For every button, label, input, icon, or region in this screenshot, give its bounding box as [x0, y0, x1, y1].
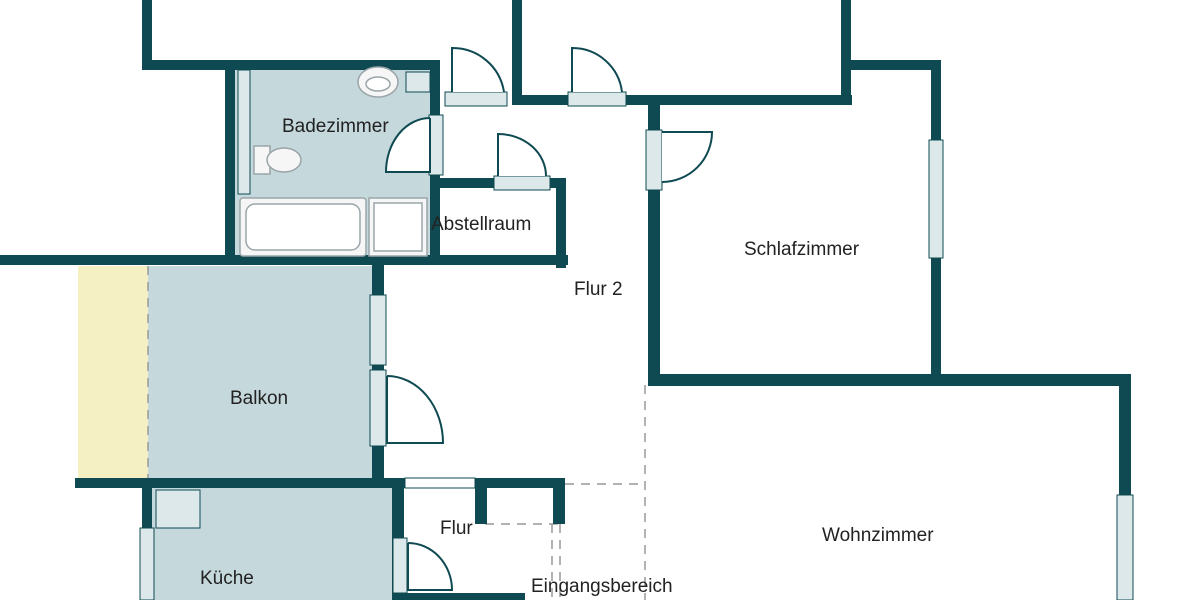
room-label-flur2: Flur 2 [574, 279, 623, 300]
room-fills [78, 66, 432, 600]
room-label-badezimmer: Badezimmer [282, 116, 389, 137]
room-label-wohnzimmer: Wohnzimmer [822, 525, 934, 546]
room-label-eingangsbereich: Eingangsbereich [531, 576, 673, 597]
room-label-balkon: Balkon [230, 388, 288, 409]
room-label-schlafzimmer: Schlafzimmer [744, 239, 860, 260]
balcony-floor [148, 266, 378, 478]
door-swings [384, 46, 714, 591]
room-label-abstellraum: Abstellraum [431, 214, 531, 235]
openings [139, 69, 1134, 600]
toilet-bowl [266, 147, 302, 173]
room-label-flur: Flur [440, 518, 473, 539]
terrace-strip [78, 266, 148, 478]
room-label-kueche: Küche [200, 568, 254, 589]
bathroom-fixtures [239, 66, 428, 257]
